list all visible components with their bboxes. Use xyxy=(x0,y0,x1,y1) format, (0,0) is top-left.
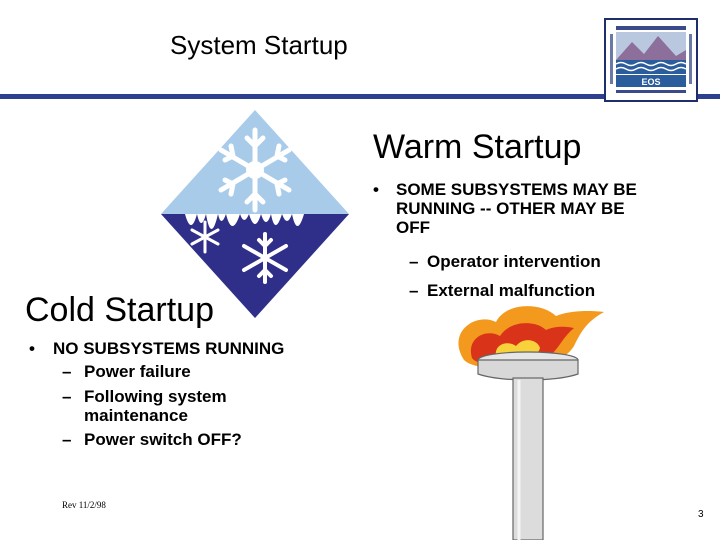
warm-bullet-text: SOME SUBSYSTEMS MAY BE RUNNING -- OTHER … xyxy=(396,180,637,237)
dash: – xyxy=(62,430,72,449)
snowflake-diamond-graphic xyxy=(161,110,349,318)
eos-logo-graphic: EOS xyxy=(610,26,692,93)
warm-sub-item: Operator intervention xyxy=(427,252,601,271)
torch-graphic xyxy=(458,306,604,540)
dash: – xyxy=(409,281,419,300)
dash: – xyxy=(62,387,72,406)
cold-sub-line: Following system xyxy=(84,387,227,406)
slide-title: System Startup xyxy=(170,30,348,60)
warm-bullet-line: RUNNING -- OTHER MAY BE xyxy=(396,199,625,218)
bullet-dot: • xyxy=(373,180,379,199)
title-rule xyxy=(0,94,720,99)
warm-bullet-line: SOME SUBSYSTEMS MAY BE xyxy=(396,180,637,199)
cold-sub-line: maintenance xyxy=(84,406,188,425)
dash: – xyxy=(409,252,419,271)
warm-startup-heading: Warm Startup xyxy=(373,128,582,166)
torch-handle-icon xyxy=(477,351,579,540)
eos-logo: EOS xyxy=(604,18,698,102)
cold-sub-item: Following system maintenance xyxy=(84,387,227,425)
page-number: 3 xyxy=(698,509,704,520)
logo-text: EOS xyxy=(641,77,660,87)
bullet-dot: • xyxy=(29,339,35,358)
warm-bullet-line: OFF xyxy=(396,218,430,237)
cold-sub-item: Power switch OFF? xyxy=(84,430,242,449)
cold-bullet-text: NO SUBSYSTEMS RUNNING xyxy=(53,339,285,358)
cold-startup-heading: Cold Startup xyxy=(25,291,214,329)
snowflake-medium-icon xyxy=(242,232,288,284)
cold-sub-item: Power failure xyxy=(84,362,191,381)
revision-date: Rev 11/2/98 xyxy=(62,500,106,510)
snowflake-small-icon xyxy=(190,220,220,254)
warm-sub-item: External malfunction xyxy=(427,281,596,300)
dash: – xyxy=(62,362,72,381)
